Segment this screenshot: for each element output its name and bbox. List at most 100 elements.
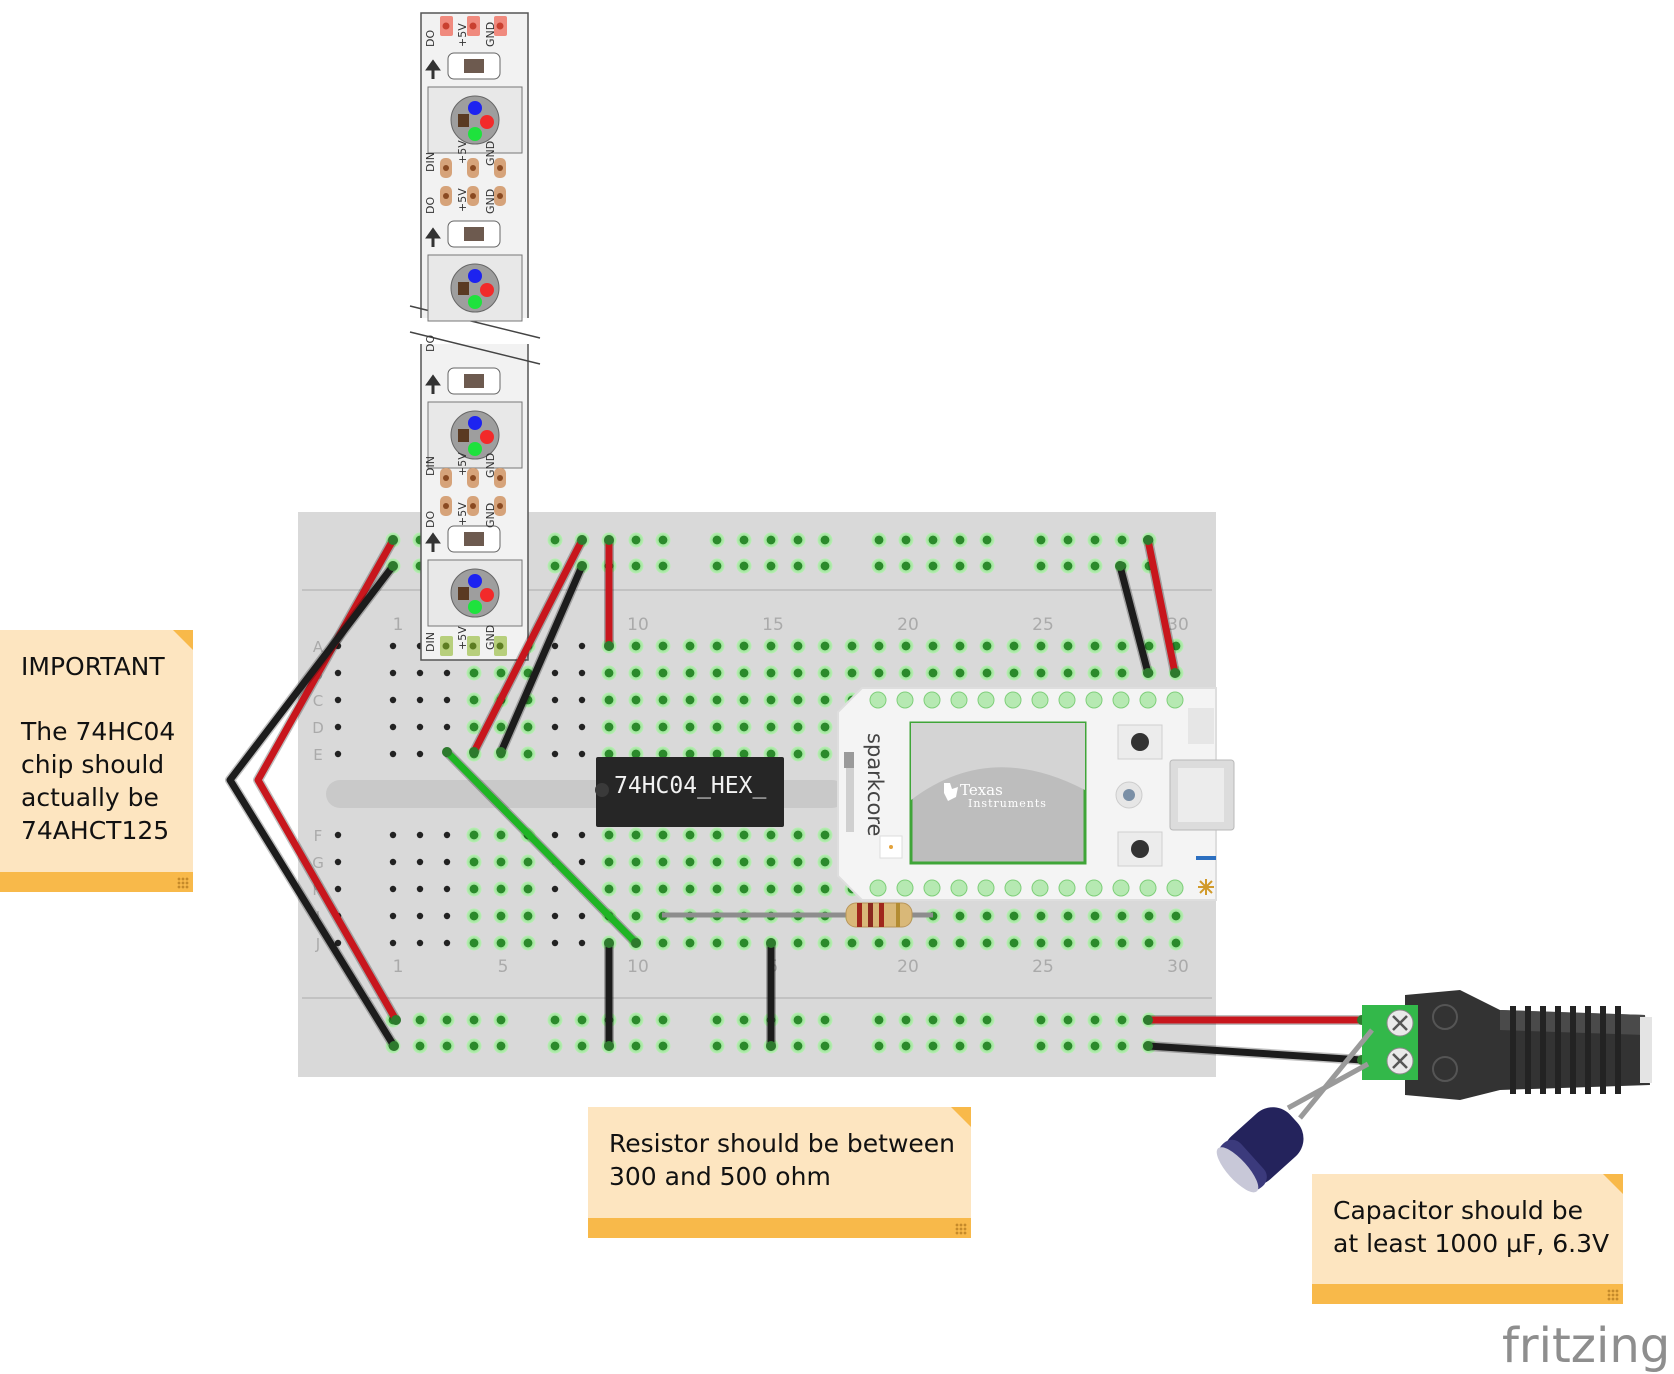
hole xyxy=(709,665,725,681)
hole xyxy=(790,854,806,870)
hole xyxy=(682,665,698,681)
hole xyxy=(466,881,482,897)
resistor[interactable] xyxy=(662,902,933,928)
hole xyxy=(682,638,698,654)
arrow-icon xyxy=(425,374,441,394)
hole xyxy=(416,939,424,947)
wire-green xyxy=(443,748,640,947)
hole xyxy=(1006,665,1022,681)
col-label: 25 xyxy=(1032,615,1054,635)
hole xyxy=(551,669,559,677)
rail-hole xyxy=(790,558,806,574)
hole xyxy=(655,935,671,951)
hole xyxy=(466,719,482,735)
sparkcore-slot xyxy=(846,752,854,832)
hole xyxy=(1087,665,1103,681)
header-pin xyxy=(977,879,995,897)
rail-hole xyxy=(1060,1012,1076,1028)
header-pin xyxy=(950,879,968,897)
pixel-die xyxy=(458,114,469,127)
hole xyxy=(817,935,833,951)
hole xyxy=(389,831,397,839)
hole xyxy=(952,935,968,951)
hole xyxy=(389,723,397,731)
header-pin xyxy=(1112,879,1130,897)
sparkcore-name: sparkcore xyxy=(863,733,887,836)
hole xyxy=(952,638,968,654)
hole xyxy=(389,885,397,893)
rail-hole xyxy=(493,1012,509,1028)
capacitor[interactable] xyxy=(1211,1028,1374,1198)
col-label: 1 xyxy=(393,957,404,977)
mode-button[interactable] xyxy=(1131,733,1149,751)
col-label: 20 xyxy=(897,615,919,635)
pin-label-din: DIN xyxy=(424,456,437,476)
note-capacitor[interactable]: Capacitor should be at least 1000 µF, 6.… xyxy=(1312,1174,1623,1304)
hole xyxy=(493,719,509,735)
col-label: 5 xyxy=(498,957,509,977)
pixel-led-red xyxy=(480,115,494,129)
note-fold xyxy=(1603,1174,1623,1194)
hole xyxy=(628,908,644,924)
hole xyxy=(1006,908,1022,924)
hole xyxy=(578,750,586,758)
note-resize-grip[interactable] xyxy=(177,877,189,889)
rail-hole xyxy=(952,1038,968,1054)
pixel-led-blue xyxy=(468,416,482,430)
hole xyxy=(1114,638,1130,654)
column-labels: 1 10 15 20 25 30 1 5 10 5 20 25 30 xyxy=(393,615,1189,977)
note-capacitor-body: Capacitor should be at least 1000 µF, 6.… xyxy=(1333,1196,1610,1258)
hole xyxy=(655,692,671,708)
module-brand-2: Instruments xyxy=(968,797,1047,810)
col-label: 10 xyxy=(627,957,649,977)
note-resize-grip[interactable] xyxy=(1607,1289,1619,1301)
header-pin xyxy=(1085,691,1103,709)
wire-end xyxy=(1143,1015,1153,1025)
rail-hole xyxy=(628,1038,644,1054)
sparkcore-pins xyxy=(869,691,1184,897)
rail-hole xyxy=(574,1038,590,1054)
note-resize-grip[interactable] xyxy=(955,1223,967,1235)
wire-end xyxy=(391,1015,401,1025)
copper-pad-hole xyxy=(443,193,449,199)
hole xyxy=(1033,638,1049,654)
pin-label-gnd: GND xyxy=(484,453,497,478)
arrow-icon xyxy=(425,59,441,79)
hole xyxy=(1006,935,1022,951)
arrow-icon xyxy=(425,227,441,247)
chip-74hc04[interactable]: 74HC04_HEX_ xyxy=(595,757,784,827)
hole xyxy=(1087,935,1103,951)
hole xyxy=(790,665,806,681)
rail-hole xyxy=(1033,558,1049,574)
jack-ridge xyxy=(1540,1006,1546,1094)
col-label: 10 xyxy=(627,615,649,635)
strip-pins-top xyxy=(440,16,507,36)
note-important-body: The 74HC04 chip should actually be 74AHC… xyxy=(21,717,176,845)
rail-hole xyxy=(736,1012,752,1028)
header-pin xyxy=(1139,879,1157,897)
rail-hole xyxy=(817,532,833,548)
pin-label-do: DO xyxy=(424,335,437,352)
hole xyxy=(790,827,806,843)
hole xyxy=(466,908,482,924)
plus-terminal-icon xyxy=(1432,1004,1458,1030)
module-shine xyxy=(911,723,1085,800)
dc-power-jack[interactable] xyxy=(1362,990,1652,1100)
sparkcore-board[interactable]: Texas Instruments sparkcore xyxy=(837,687,1235,901)
sparkcore-slot-end xyxy=(844,752,854,768)
wire-black xyxy=(226,562,398,1050)
note-important[interactable]: IMPORTANT The 74HC04 chip should actuall… xyxy=(0,630,193,892)
rail-hole xyxy=(979,532,995,548)
note-resistor[interactable]: Resistor should be between 300 and 500 o… xyxy=(588,1107,971,1238)
hole xyxy=(1033,935,1049,951)
rail-hole xyxy=(1114,1012,1130,1028)
reset-button[interactable] xyxy=(1131,840,1149,858)
wire-end xyxy=(766,1041,776,1051)
pin-label-do: DO xyxy=(424,197,437,214)
rail-hole xyxy=(655,532,671,548)
header-pin xyxy=(869,691,887,709)
pixel-resistor-chip xyxy=(464,59,484,73)
led-strip[interactable]: DO +5V GND DIN +5V GND DO +5V GND DO DIN… xyxy=(380,12,560,661)
hole xyxy=(817,665,833,681)
copper-pad-hole xyxy=(443,165,449,171)
